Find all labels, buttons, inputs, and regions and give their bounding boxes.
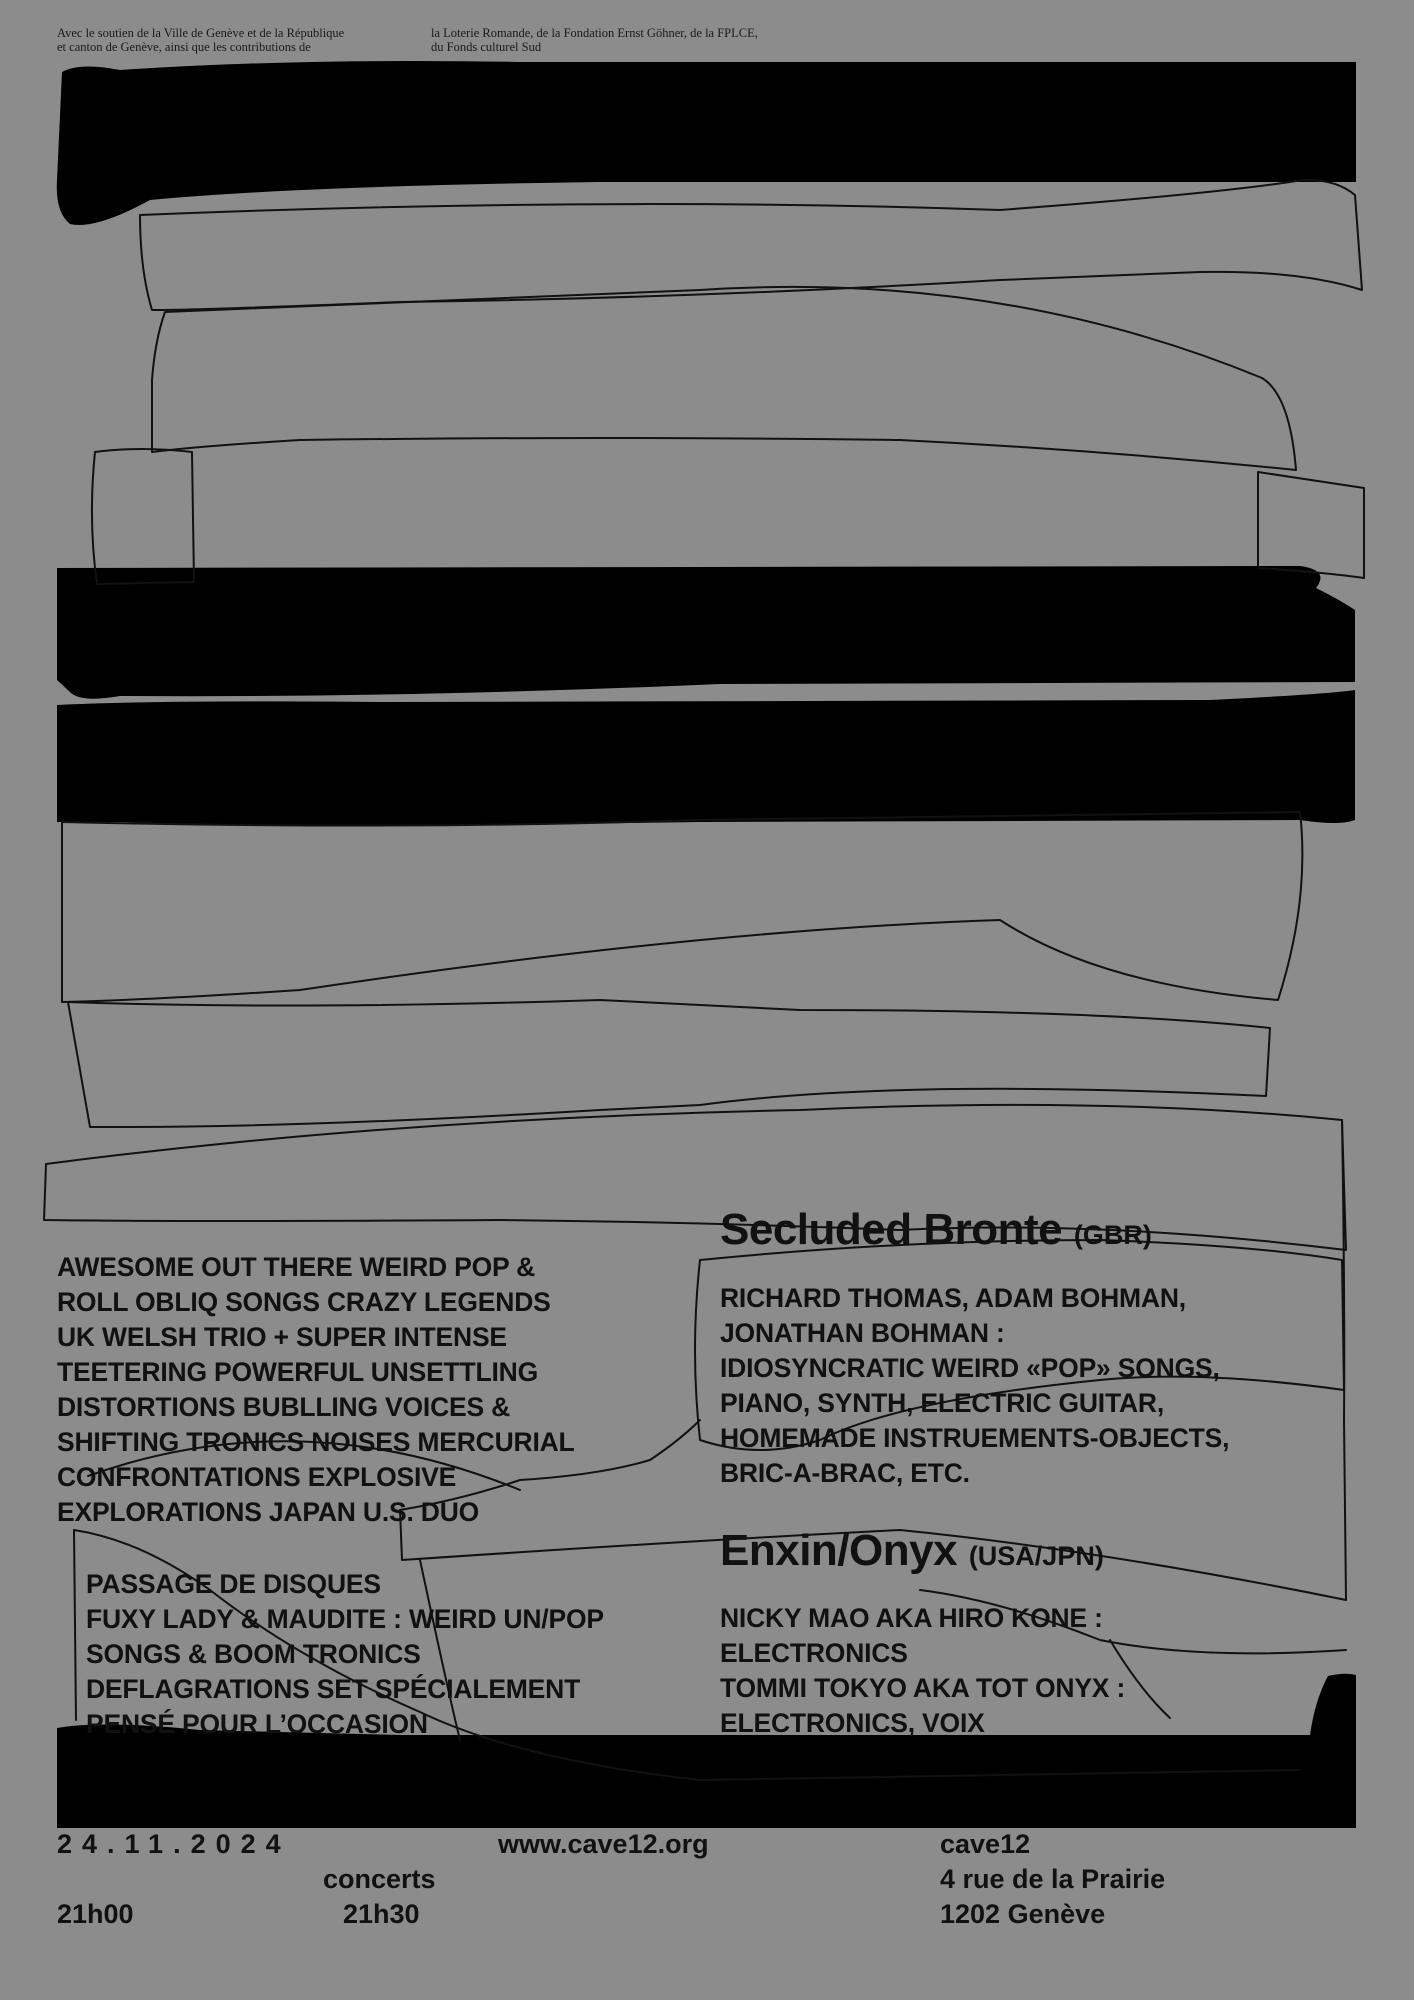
ink-bar-middle-lower bbox=[57, 690, 1355, 825]
description-line: UK WELSH TRIO + SUPER INTENSE bbox=[57, 1322, 507, 1352]
act-detail-line: ELECTRONICS bbox=[720, 1638, 908, 1668]
sponsor-line: du Fonds culturel Sud bbox=[431, 40, 542, 54]
act-name: Enxin/Onyx bbox=[720, 1526, 958, 1575]
description-line: EXPLORATIONS JAPAN U.S. DUO bbox=[57, 1497, 480, 1527]
dj-set-description: PASSAGE DE DISQUES FUXY LADY & MAUDITE :… bbox=[86, 1567, 604, 1742]
act-name: Secluded Bronte bbox=[720, 1205, 1063, 1254]
act-detail-line: TOMMI TOKYO AKA TOT ONYX : bbox=[720, 1673, 1126, 1703]
act-title-secluded-bronte: Secluded Bronte (GBR) bbox=[720, 1202, 1152, 1263]
act-details-secluded-bronte: RICHARD THOMAS, ADAM BOHMAN, JONATHAN BO… bbox=[720, 1281, 1230, 1491]
passage-line: PENSÉ POUR L’OCCASION bbox=[86, 1709, 428, 1739]
description-line: TEETERING POWERFUL UNSETTLING bbox=[57, 1357, 539, 1387]
description-line: CONFRONTATIONS EXPLOSIVE bbox=[57, 1462, 457, 1492]
act-detail-line: PIANO, SYNTH, ELECTRIC GUITAR, bbox=[720, 1388, 1165, 1418]
description-line: AWESOME OUT THERE WEIRD POP & bbox=[57, 1252, 536, 1282]
concerts-time: 21h30 bbox=[343, 1899, 420, 1929]
description-line: DISTORTIONS BUBLLING VOICES & bbox=[57, 1392, 511, 1422]
venue-street: 4 rue de la Prairie bbox=[940, 1864, 1166, 1894]
act-details-enxin-onyx: NICKY MAO AKA HIRO KONE : ELECTRONICS TO… bbox=[720, 1601, 1125, 1741]
sponsor-credit-left: Avec le soutien de la Ville de Genève et… bbox=[57, 26, 344, 54]
passage-line: FUXY LADY & MAUDITE : WEIRD UN/POP bbox=[86, 1604, 604, 1634]
concerts-label: concerts bbox=[323, 1864, 436, 1894]
event-date: 24.11.2024 bbox=[57, 1829, 291, 1859]
venue-name: cave12 bbox=[940, 1829, 1031, 1859]
sponsor-line: et canton de Genève, ainsi que les contr… bbox=[57, 40, 311, 54]
passage-line: PASSAGE DE DISQUES bbox=[86, 1569, 381, 1599]
ink-bar-bottom bbox=[57, 1673, 1356, 1828]
act-title-enxin-onyx: Enxin/Onyx (USA/JPN) bbox=[720, 1523, 1104, 1584]
sponsor-credit-right: la Loterie Romande, de la Fondation Erns… bbox=[431, 26, 758, 54]
ink-bar-middle-upper bbox=[57, 566, 1355, 699]
doors-time: 21h00 bbox=[57, 1899, 134, 1929]
passage-line: DEFLAGRATIONS SET SPÉCIALEMENT bbox=[86, 1674, 581, 1704]
act-detail-line: ELECTRONICS, VOIX bbox=[720, 1708, 985, 1738]
black-ink-bars bbox=[56, 61, 1357, 1828]
act-detail-line: JONATHAN BOHMAN : bbox=[720, 1318, 1005, 1348]
hand-drawn-outlines bbox=[43, 179, 1365, 1781]
description-line: ROLL OBLIQ SONGS CRAZY LEGENDS bbox=[57, 1287, 551, 1317]
act-detail-line: IDIOSYNCRATIC WEIRD «POP» SONGS, bbox=[720, 1353, 1220, 1383]
act-detail-line: BRIC-A-BRAC, ETC. bbox=[720, 1458, 970, 1488]
act-detail-line: NICKY MAO AKA HIRO KONE : bbox=[720, 1603, 1103, 1633]
passage-line: SONGS & BOOM TRONICS bbox=[86, 1639, 421, 1669]
sponsor-line: Avec le soutien de la Ville de Genève et… bbox=[57, 26, 345, 40]
venue-city: 1202 Genève bbox=[940, 1899, 1106, 1929]
act-origin: (GBR) bbox=[1073, 1220, 1152, 1250]
act-detail-line: HOMEMADE INSTRUEMENTS-OBJECTS, bbox=[720, 1423, 1230, 1453]
ink-bar-top bbox=[56, 61, 1357, 225]
event-description: AWESOME OUT THERE WEIRD POP & ROLL OBLIQ… bbox=[57, 1250, 575, 1530]
act-detail-line: RICHARD THOMAS, ADAM BOHMAN, bbox=[720, 1283, 1186, 1313]
website-link[interactable]: www.cave12.org bbox=[498, 1829, 709, 1859]
sponsor-line: la Loterie Romande, de la Fondation Erns… bbox=[431, 26, 758, 40]
act-origin: (USA/JPN) bbox=[968, 1541, 1104, 1571]
description-line: SHIFTING TRONICS NOISES MERCURIAL bbox=[57, 1427, 575, 1457]
